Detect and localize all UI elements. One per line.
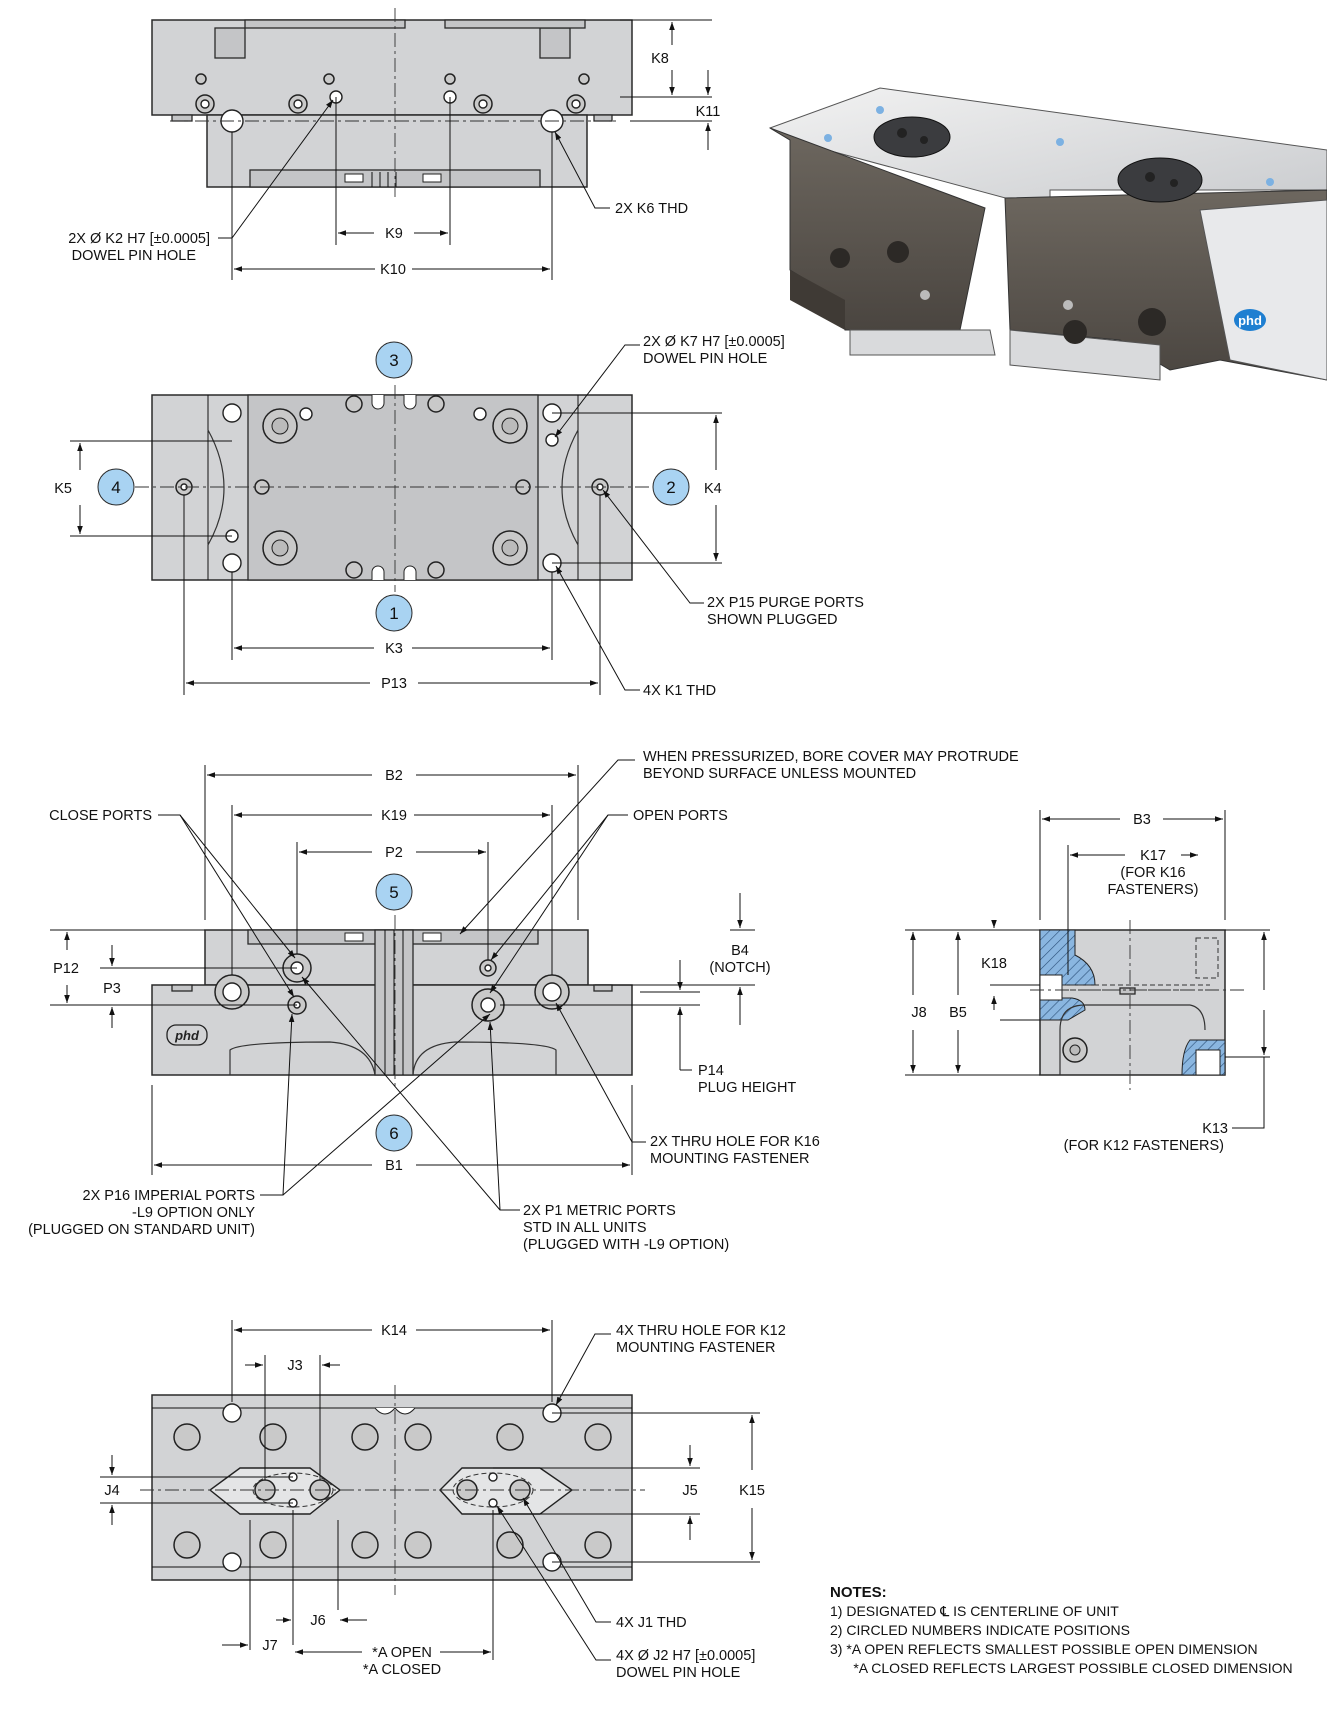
position-2-label: 2 (666, 478, 675, 497)
dim-k14: K14 (381, 1323, 407, 1339)
position-4-label: 4 (111, 478, 120, 497)
dim-k3: K3 (385, 641, 403, 657)
p16-callout-line3: (PLUGGED ON STANDARD UNIT) (28, 1222, 255, 1238)
p1-callout-line1: 2X P1 METRIC PORTS (523, 1203, 676, 1219)
hex-bolts (173, 1423, 612, 1559)
p1-callout-line2: STD IN ALL UNITS (523, 1220, 647, 1236)
position-4-marker (97, 468, 135, 506)
dim-k19: K19 (381, 808, 407, 824)
note-3: 3) *A OPEN REFLECTS SMALLEST POSSIBLE OP… (830, 1641, 1258, 1657)
dim-k18: K18 (981, 956, 1007, 972)
dim-k15: K15 (739, 1483, 765, 1499)
position-3-marker (375, 341, 413, 379)
k16-callout-line2: MOUNTING FASTENER (650, 1151, 810, 1167)
j2-callout-line2: DOWEL PIN HOLE (616, 1665, 741, 1681)
position-3-label: 3 (389, 351, 398, 370)
dim-a-closed: *A CLOSED (363, 1662, 441, 1678)
close-ports-label: CLOSE PORTS (49, 808, 152, 824)
k16-callout-line1: 2X THRU HOLE FOR K16 (650, 1134, 820, 1150)
position-2-marker (652, 468, 690, 506)
dim-p12: P12 (53, 961, 79, 977)
position-5-label: 5 (389, 883, 398, 902)
p15-callout-line1: 2X P15 PURGE PORTS (707, 595, 864, 611)
dim-j6: J6 (310, 1613, 325, 1629)
k6-callout: 2X K6 THD (615, 201, 688, 217)
dim-k13-note: (FOR K12 FASTENERS) (1064, 1138, 1224, 1154)
phd-logo-front-text: phd (174, 1028, 200, 1043)
open-ports-label: OPEN PORTS (633, 808, 728, 824)
phd-logo-product (1234, 309, 1266, 331)
dim-b3: B3 (1133, 812, 1151, 828)
pressurized-note-line2: BEYOND SURFACE UNLESS MOUNTED (643, 766, 916, 782)
dim-k4: K4 (704, 481, 722, 497)
note-1: 1) DESIGNATED ℄ IS CENTERLINE OF UNIT (830, 1603, 1119, 1619)
dim-k5: K5 (54, 481, 72, 497)
phd-logo-front (166, 1024, 208, 1046)
dim-j4: J4 (104, 1483, 119, 1499)
dim-k10: K10 (380, 262, 406, 278)
position-6-marker (375, 1114, 413, 1152)
p1-callout-line3: (PLUGGED WITH -L9 OPTION) (523, 1237, 729, 1253)
dim-p3: P3 (103, 981, 121, 997)
position-1-label: 1 (389, 604, 398, 623)
k12-callout-line2: MOUNTING FASTENER (616, 1340, 776, 1356)
j1-callout: 4X J1 THD (616, 1615, 687, 1631)
product-image: phd (768, 87, 1327, 381)
dim-p13: P13 (381, 676, 407, 692)
front-view: phd 5 6 (28, 749, 1019, 1253)
dim-b4: B4 (731, 943, 749, 959)
p16-callout-line1: 2X P16 IMPERIAL PORTS (83, 1188, 255, 1204)
bottom-view: K14 J3 J4 J5 K15 J6 J7 *A OPEN *A CLOSED… (100, 1320, 786, 1681)
plan-view: 3 1 4 2 K5 K4 K3 P13 2X Ø K7 H7 [±0.0005… (54, 334, 864, 699)
k1-callout: 4X K1 THD (643, 683, 716, 699)
k7-callout-line2: DOWEL PIN HOLE (643, 351, 768, 367)
k2-callout-line1: 2X Ø K2 H7 [±0.0005] (68, 231, 210, 247)
dim-p14-desc: PLUG HEIGHT (698, 1080, 796, 1096)
dim-k13: K13 (1202, 1121, 1228, 1137)
dim-j5: J5 (682, 1483, 697, 1499)
p15-callout-line2: SHOWN PLUGGED (707, 612, 838, 628)
dim-k9: K9 (385, 226, 403, 242)
dim-k17-note2: FASTENERS) (1107, 882, 1198, 898)
dim-k17-note1: (FOR K16 (1120, 865, 1185, 881)
dim-b2: B2 (385, 768, 403, 784)
side-view: B3 K17 (FOR K16 FASTENERS) K18 J8 B5 K13… (905, 810, 1270, 1154)
position-5-marker (375, 873, 413, 911)
dim-k17: K17 (1140, 848, 1166, 864)
position-1-marker (375, 594, 413, 632)
dim-k11: K11 (696, 104, 721, 120)
notes-block: NOTES: 1) DESIGNATED ℄ IS CENTERLINE OF … (830, 1584, 1293, 1676)
notes-title: NOTES: (830, 1584, 887, 1601)
k12-callout-line1: 4X THRU HOLE FOR K12 (616, 1323, 786, 1339)
dim-a-open: *A OPEN (372, 1645, 432, 1661)
dim-j7: J7 (262, 1638, 277, 1654)
note-3-cont: *A CLOSED REFLECTS LARGEST POSSIBLE CLOS… (830, 1660, 1293, 1676)
k2-callout-line2: DOWEL PIN HOLE (72, 248, 197, 264)
note-2: 2) CIRCLED NUMBERS INDICATE POSITIONS (830, 1622, 1130, 1638)
dim-j3: J3 (287, 1358, 302, 1374)
p16-callout-line2: -L9 OPTION ONLY (132, 1205, 255, 1221)
dim-p14: P14 (698, 1063, 724, 1079)
top-view: K8 K11 K9 K10 2X Ø K2 H7 [±0.0005] DOWEL… (68, 8, 720, 280)
dim-b4-notch: (NOTCH) (709, 960, 770, 976)
k7-callout-line1: 2X Ø K7 H7 [±0.0005] (643, 334, 785, 350)
dim-j8: J8 (911, 1005, 926, 1021)
phd-logo-product-text: phd (1238, 313, 1262, 328)
pressurized-note-line1: WHEN PRESSURIZED, BORE COVER MAY PROTRUD… (643, 749, 1019, 765)
dim-b1: B1 (385, 1158, 403, 1174)
dim-p2: P2 (385, 845, 403, 861)
dim-b5: B5 (949, 1005, 967, 1021)
position-6-label: 6 (389, 1124, 398, 1143)
dim-k8: K8 (651, 51, 669, 67)
j2-callout-line1: 4X Ø J2 H7 [±0.0005] (616, 1648, 755, 1664)
